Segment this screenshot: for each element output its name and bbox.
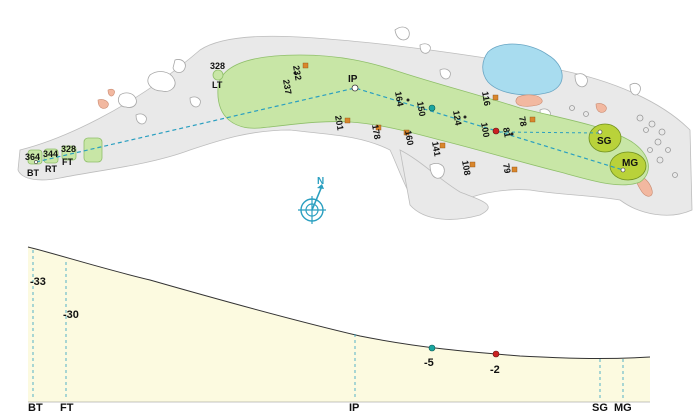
marker-79 bbox=[511, 166, 518, 173]
distance-160: 160 bbox=[403, 130, 415, 147]
tee-code-bt: BT bbox=[27, 168, 39, 178]
distance-237: 237 bbox=[281, 79, 293, 96]
pin-mg bbox=[620, 167, 626, 173]
distance-79: 79 bbox=[501, 163, 513, 175]
distance-232: 232 bbox=[291, 65, 303, 82]
green-mg bbox=[609, 151, 647, 181]
tee-yard-bt: 364 bbox=[25, 152, 40, 162]
marker-108 bbox=[469, 161, 476, 168]
elevation-value-red: -2 bbox=[490, 364, 500, 376]
play-line bbox=[35, 87, 624, 171]
bunker bbox=[107, 88, 115, 97]
bunker bbox=[97, 99, 109, 109]
distance-108: 108 bbox=[460, 160, 472, 177]
marker-141 bbox=[439, 142, 446, 149]
distance-178: 178 bbox=[370, 124, 382, 141]
distance-124: 124 bbox=[451, 110, 463, 127]
compass-north-label: N bbox=[317, 176, 324, 187]
ip-point bbox=[351, 84, 359, 92]
distance-150: 150 bbox=[415, 101, 427, 118]
distance-164: 164 bbox=[393, 91, 405, 108]
green-label-mg: MG bbox=[622, 158, 638, 169]
tee-code-ft: FT bbox=[62, 157, 73, 167]
tee-box-ft bbox=[61, 145, 77, 161]
marker-201 bbox=[344, 117, 351, 124]
compass-icon bbox=[298, 184, 326, 224]
axis-label-bt: BT bbox=[28, 402, 43, 414]
tee-box-forward bbox=[83, 137, 103, 163]
distance-81: 81 bbox=[501, 127, 513, 139]
axis-label-mg: MG bbox=[614, 402, 632, 414]
yardage-dots bbox=[293, 71, 514, 136]
tee-yard-lt: 328 bbox=[210, 61, 225, 71]
bunker bbox=[595, 103, 607, 113]
marker-78 bbox=[529, 116, 536, 123]
elevation-point-teal bbox=[428, 344, 436, 352]
tee-yard-rt: 344 bbox=[43, 149, 58, 159]
tee-code-rt: RT bbox=[45, 164, 57, 174]
ip-label: IP bbox=[348, 74, 358, 85]
elevation-value-ft: -30 bbox=[63, 309, 79, 321]
tee-yard-ft: 328 bbox=[61, 144, 76, 154]
marker-160 bbox=[403, 129, 410, 136]
marker-178 bbox=[375, 124, 382, 131]
play-line-sg bbox=[499, 131, 601, 134]
bunker bbox=[515, 94, 543, 107]
elevation-value-bt: -33 bbox=[30, 276, 46, 288]
elevation-guides bbox=[32, 250, 624, 400]
marker-232 bbox=[302, 62, 309, 69]
distance-201: 201 bbox=[333, 115, 345, 132]
fairway bbox=[217, 54, 649, 186]
pin-sg bbox=[597, 129, 603, 135]
water-hazard bbox=[482, 43, 563, 96]
tee-box-rt bbox=[43, 148, 59, 164]
elevation-value-teal: -5 bbox=[424, 357, 434, 369]
green-sg bbox=[588, 123, 622, 153]
distance-116: 116 bbox=[480, 91, 492, 107]
elevation-line bbox=[27, 246, 651, 360]
distance-100: 100 bbox=[479, 122, 491, 139]
axis-label-sg: SG bbox=[592, 402, 608, 414]
red-point bbox=[492, 127, 500, 135]
distance-141: 141 bbox=[430, 141, 442, 158]
tee-box-lt bbox=[212, 69, 224, 81]
tee-box-bt bbox=[27, 149, 43, 165]
distance-78: 78 bbox=[517, 116, 529, 128]
tee-code-lt: LT bbox=[212, 80, 223, 90]
elevation-profile bbox=[28, 247, 650, 402]
teal-point bbox=[428, 104, 436, 112]
distance-markers bbox=[302, 62, 536, 173]
green-label-sg: SG bbox=[597, 136, 612, 147]
axis-label-ft: FT bbox=[60, 402, 74, 414]
tee-marker-bt bbox=[34, 160, 38, 164]
axis-label-ip: IP bbox=[349, 402, 359, 414]
marker-116 bbox=[492, 94, 499, 101]
elevation-point-red bbox=[492, 350, 500, 358]
tree-dots bbox=[569, 105, 678, 178]
